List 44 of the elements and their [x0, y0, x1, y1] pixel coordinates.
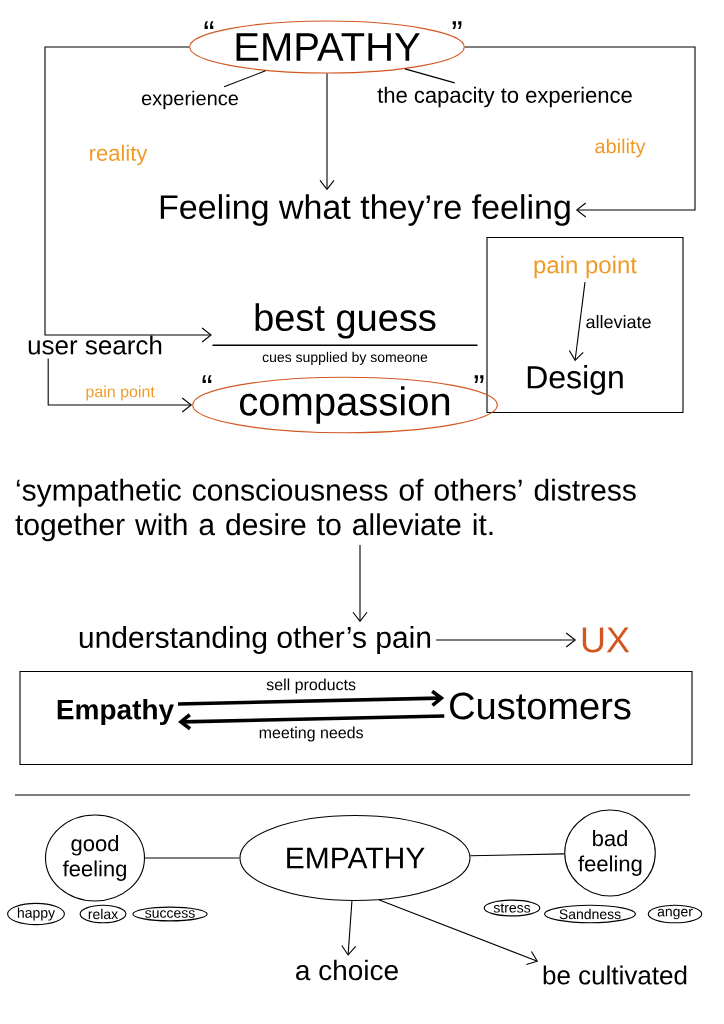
annotation-text: ability — [595, 138, 646, 158]
edge-label: pain point — [84, 384, 156, 402]
handwritten-text: understanding other’s pain — [79, 626, 431, 654]
arrow — [177, 689, 445, 707]
arrow — [352, 544, 368, 623]
arrow — [341, 900, 357, 956]
emotion-oval: relax — [79, 904, 127, 924]
handwritten-text: UX — [582, 627, 630, 653]
handwritten-text: user search — [28, 335, 162, 355]
edge-label: sell products — [265, 677, 358, 695]
emotion-oval: Sandness — [544, 904, 636, 924]
frame-box — [486, 236, 684, 414]
emotion-oval: success — [132, 906, 208, 922]
arrow — [319, 73, 335, 191]
handwritten-text: experience — [141, 90, 238, 110]
handwritten-text: a choice — [296, 959, 398, 981]
emotion-oval: stress — [483, 899, 541, 917]
handwritten-text: be cultivated — [543, 965, 687, 985]
handwritten-text: pain point — [534, 255, 637, 279]
handwritten-text: ‘sympathetic consciousness of others’ distress together with a desire to alleviate it. — [15, 478, 636, 542]
edge-label: alleviate — [584, 314, 653, 330]
annotation-text: reality — [90, 144, 148, 166]
quote-mark: ” — [474, 375, 484, 383]
arrow — [464, 46, 696, 218]
handwritten-text: Customers — [450, 692, 631, 720]
handwritten-text: best guess cues supplied by someone — [211, 303, 479, 365]
handwritten-text: Empathy — [57, 698, 174, 726]
arrow — [178, 713, 445, 731]
arrow — [435, 632, 577, 648]
frame-box — [19, 670, 693, 766]
handwritten-text: Design — [527, 365, 623, 395]
word-oval: EMPATHY — [239, 814, 471, 902]
arrow — [378, 899, 539, 966]
arrow — [44, 46, 212, 343]
arrow — [47, 357, 193, 413]
emotion-oval: anger — [647, 904, 703, 924]
handwritten-text: the capacity to experience — [377, 86, 632, 108]
emotion-oval: happy — [7, 902, 65, 926]
arrow — [568, 281, 586, 362]
handwritten-text: Feeling what they’re feeling — [160, 194, 570, 226]
quote-mark: “ — [202, 375, 212, 383]
quote-mark: ” — [452, 21, 462, 29]
edge-label: meeting needs — [257, 725, 365, 743]
quote-mark: “ — [204, 21, 214, 29]
